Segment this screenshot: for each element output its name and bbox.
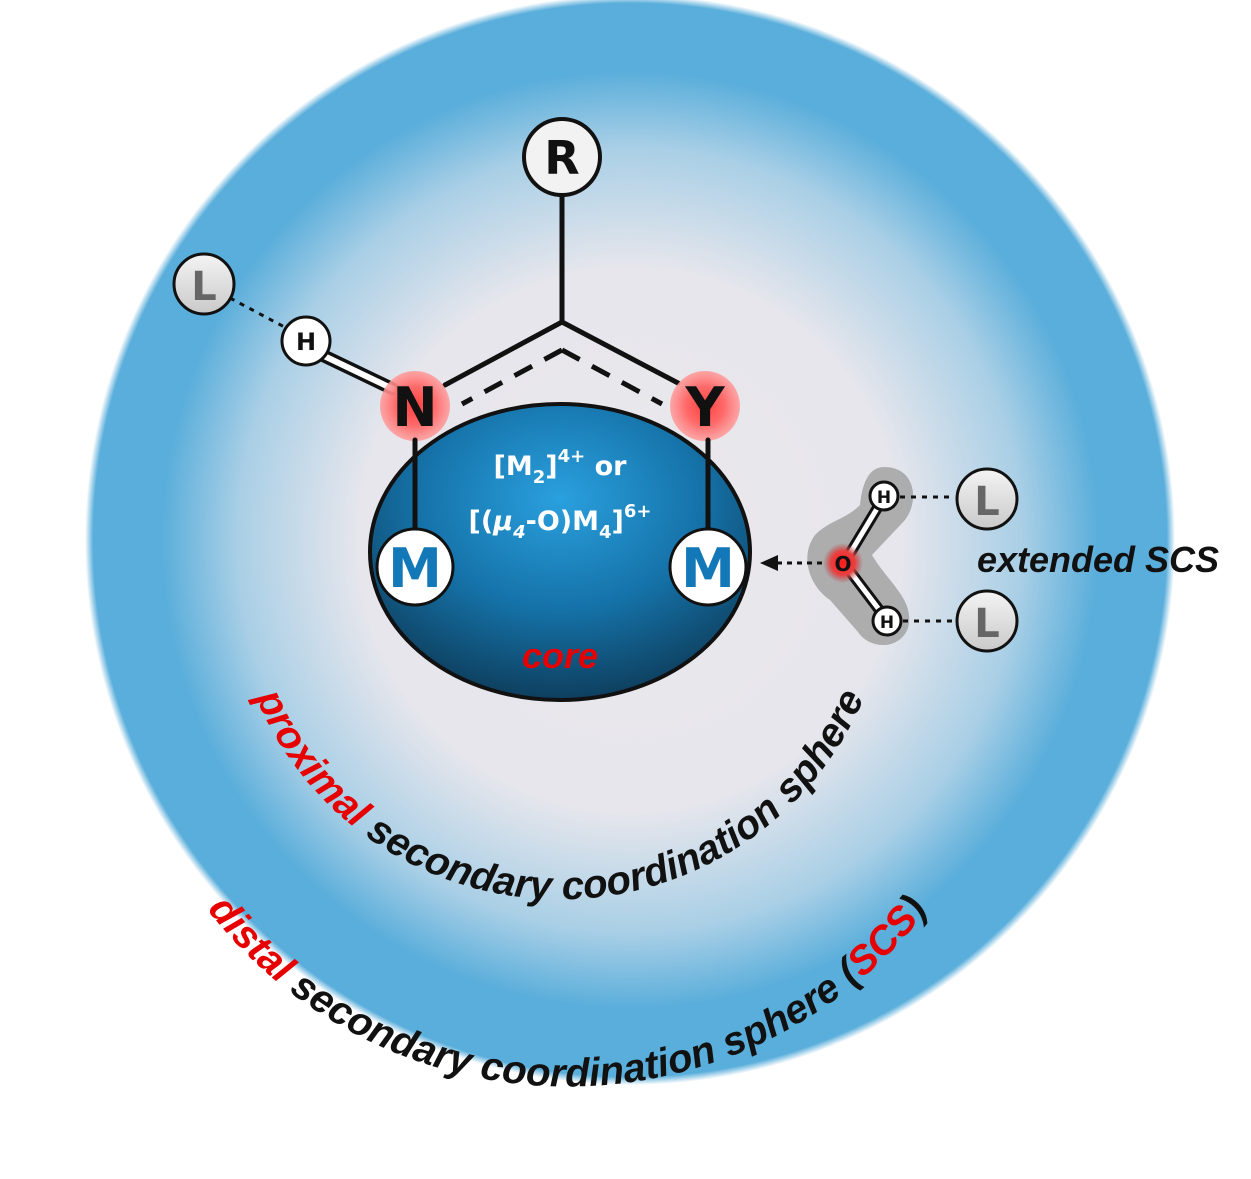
ligand-top-left-label: L — [191, 264, 217, 310]
ligand-right-bottom-label: L — [974, 601, 1000, 647]
n-atom-label: N — [392, 376, 437, 439]
core-formula-line2: [(μ4-O)M4]6+ — [469, 501, 652, 543]
core-label: core — [522, 635, 598, 676]
r-atom-label: R — [544, 131, 579, 185]
h-atom-water-bottom-label: H — [880, 613, 894, 633]
ligand-right-top — [955, 467, 1019, 531]
metal-atom-right — [668, 527, 748, 607]
metal-atom-right-label: M — [681, 537, 735, 600]
o-atom-water-label: O — [834, 552, 851, 576]
metal-atom-left-label: M — [388, 537, 442, 600]
r-atom — [522, 117, 602, 197]
coordination-arrow — [760, 555, 822, 571]
metal-atom-left — [375, 527, 455, 607]
y-atom-label: Y — [684, 376, 725, 439]
h-atom-water-top — [868, 480, 900, 512]
h-atom-water-top-label: H — [877, 488, 891, 508]
core-ellipse — [368, 402, 752, 702]
h-atom-left-label: H — [296, 328, 316, 356]
nh-bond — [315, 348, 400, 396]
ligand-top-left — [172, 252, 236, 316]
y-atom-glow — [670, 371, 740, 441]
h-atom-left — [280, 315, 332, 367]
extended-scs-label: extended SCS — [977, 539, 1219, 580]
h-atom-water-bottom — [871, 605, 903, 637]
core-formula-line1: [M2]4+ or — [494, 446, 628, 488]
hbond-left — [229, 296, 291, 332]
ligand-right-top-label: L — [974, 479, 1000, 525]
n-atom-glow — [380, 371, 450, 441]
ligand-right-bottom — [955, 589, 1019, 653]
o-atom-water-glow — [823, 543, 863, 583]
delocalized-bond — [460, 347, 664, 407]
